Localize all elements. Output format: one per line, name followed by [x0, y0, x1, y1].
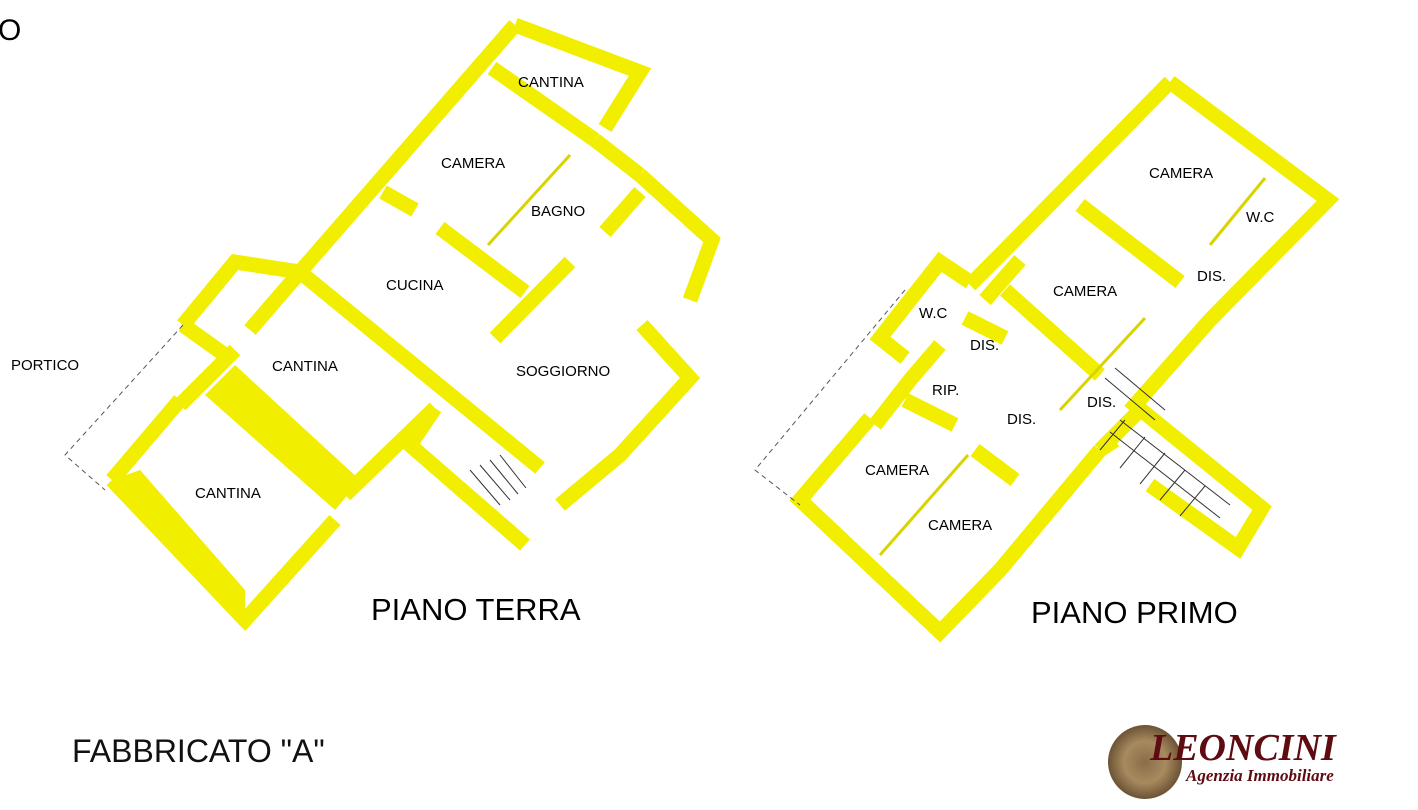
- room-label: RIP.: [932, 382, 959, 399]
- room-label: CANTINA: [518, 74, 584, 91]
- room-label: DIS.: [1197, 268, 1226, 285]
- wall: [970, 444, 1020, 486]
- room-label: DIS.: [1087, 394, 1116, 411]
- room-label: PORTICO: [11, 357, 79, 374]
- room-label: W.C: [1246, 209, 1274, 226]
- room-label: CAMERA: [928, 517, 992, 534]
- floor-title: PIANO TERRA: [371, 592, 581, 627]
- room-label: SOGGIORNO: [516, 363, 610, 380]
- wall: [901, 393, 959, 432]
- wall: [379, 185, 419, 217]
- ground-floor-walls: [106, 17, 721, 632]
- wall: [512, 17, 652, 132]
- thick-wall: [112, 470, 245, 625]
- partition: [486, 153, 572, 247]
- wall: [979, 255, 1026, 305]
- wall: [435, 222, 530, 298]
- wall: [555, 319, 701, 511]
- room-label: CAMERA: [1149, 165, 1213, 182]
- wall: [869, 251, 975, 364]
- wall: [339, 402, 441, 501]
- ground-floor-labels: CANTINA CAMERA BAGNO CUCINA SOGGIORNO CA…: [11, 74, 610, 627]
- room-label: CAMERA: [441, 155, 505, 172]
- wall: [961, 311, 1009, 345]
- ground-floor-dashed-portico: [64, 324, 184, 491]
- room-label: CUCINA: [386, 277, 444, 294]
- logo-emblem-icon: [1108, 725, 1182, 799]
- partition: [1208, 177, 1267, 246]
- stairs-ground: [469, 454, 527, 506]
- wall: [489, 256, 576, 344]
- first-floor-walls: [789, 75, 1340, 643]
- first-floor-dashed: [754, 289, 906, 506]
- cropped-label-fragment: O: [0, 14, 22, 47]
- partition: [1058, 316, 1147, 412]
- room-label: CAMERA: [1053, 283, 1117, 300]
- wall: [106, 395, 186, 485]
- room-label: W.C: [919, 305, 947, 322]
- wall: [400, 403, 530, 551]
- first-floor-labels: CAMERA W.C DIS. CAMERA W.C DIS. RIP. DIS…: [865, 165, 1274, 630]
- building-caption: FABBRICATO "A": [72, 733, 325, 769]
- wall: [174, 344, 241, 411]
- thick-wall: [205, 365, 360, 510]
- room-label: BAGNO: [531, 203, 585, 220]
- agency-logo: LEONCINI Agenzia Immobiliare: [1108, 722, 1368, 802]
- wall: [178, 318, 230, 362]
- wall: [1095, 433, 1120, 457]
- logo-subtitle: Agenzia Immobiliare: [1186, 766, 1334, 785]
- wall: [599, 187, 646, 237]
- wall: [789, 413, 1106, 643]
- wall: [1075, 199, 1185, 288]
- partition: [878, 454, 970, 556]
- room-label: CAMERA: [865, 462, 929, 479]
- wall: [869, 340, 946, 430]
- room-label: DIS.: [1007, 411, 1036, 428]
- room-label: DIS.: [970, 337, 999, 354]
- wall: [1124, 75, 1340, 559]
- wall: [244, 20, 521, 335]
- wall: [964, 76, 1176, 291]
- wall: [177, 253, 302, 330]
- wall: [634, 169, 721, 303]
- room-label: CANTINA: [195, 485, 261, 502]
- floor-title: PIANO PRIMO: [1031, 595, 1238, 630]
- wall: [999, 284, 1106, 381]
- room-label: CANTINA: [272, 358, 338, 375]
- wall: [590, 134, 645, 181]
- logo-name: LEONCINI: [1150, 727, 1336, 769]
- stairs-first: [1099, 367, 1231, 519]
- wall: [487, 61, 600, 147]
- wall: [295, 266, 545, 474]
